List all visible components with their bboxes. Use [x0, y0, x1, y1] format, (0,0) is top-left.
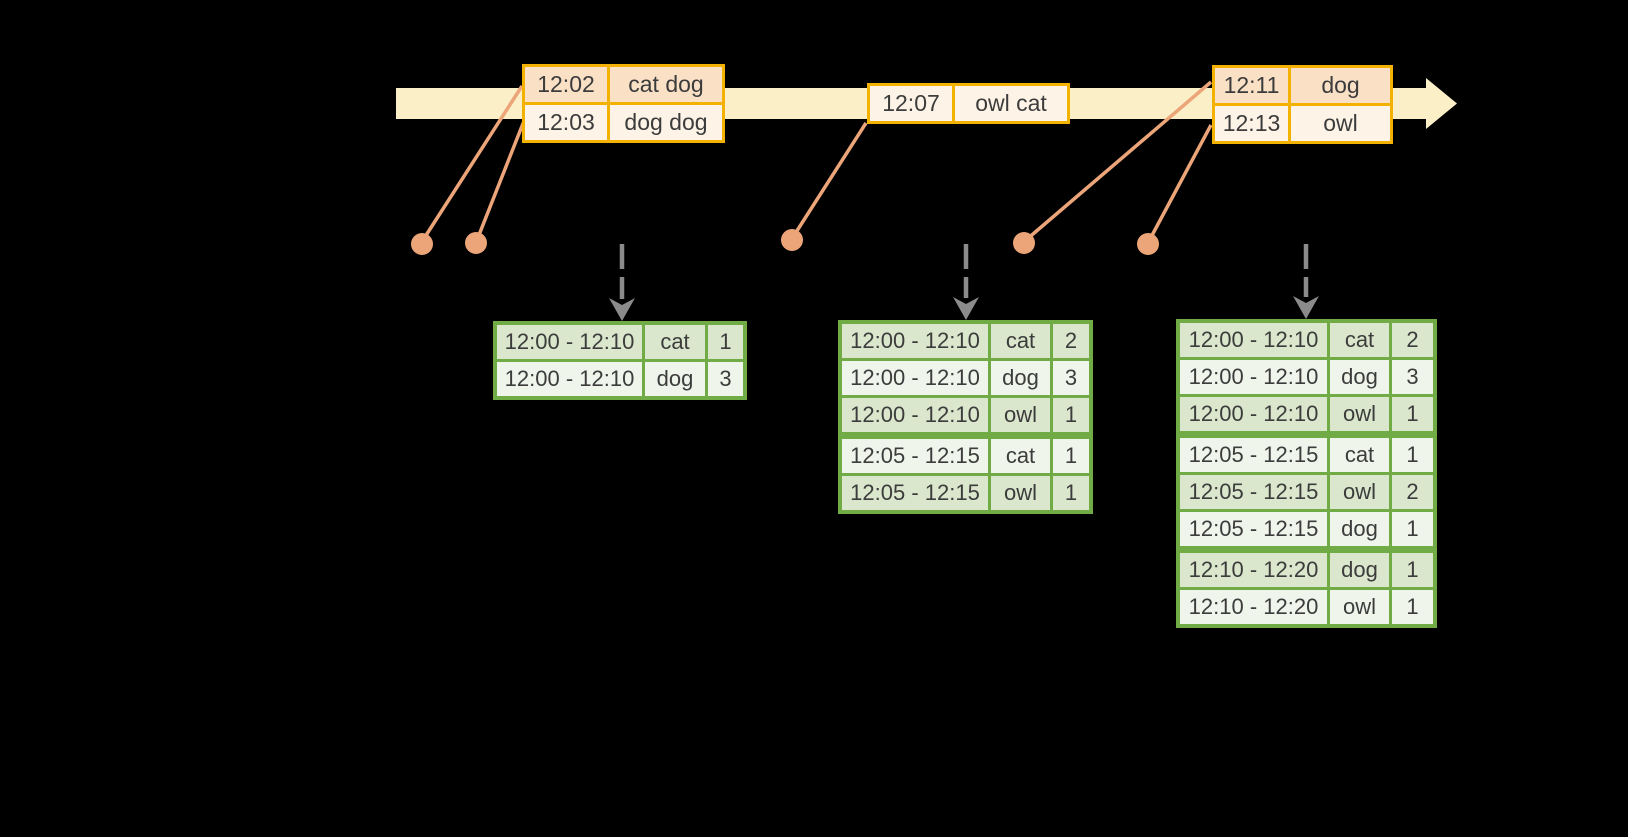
connector-line [421, 85, 524, 241]
event-time-cell: 12:02 [525, 67, 607, 102]
table-row: 12:05 - 12:15 owl 2 [1180, 475, 1433, 509]
event-dot-icon [411, 233, 433, 255]
word-cell: cat [991, 324, 1050, 358]
event-time-cell: 12:03 [525, 105, 607, 140]
window-cell: 12:10 - 12:20 [1180, 553, 1327, 587]
window-cell: 12:00 - 12:10 [842, 324, 988, 358]
event-dot-icon [781, 229, 803, 251]
event-time-cell: 12:07 [870, 86, 952, 121]
window-cell: 12:00 - 12:10 [842, 361, 988, 395]
event-row: 12:03 dog dog [525, 105, 722, 140]
connector-line [475, 120, 526, 241]
window-cell: 12:05 - 12:15 [842, 439, 988, 473]
word-cell: cat [1330, 323, 1389, 357]
event-words-cell: owl cat [955, 86, 1067, 121]
result-table-2: 12:00 - 12:10 cat 2 12:00 - 12:10 dog 3 … [838, 320, 1093, 514]
table-row: 12:05 - 12:15 owl 1 [842, 476, 1089, 510]
window-cell: 12:00 - 12:10 [1180, 360, 1327, 394]
event-words-cell: owl [1291, 106, 1390, 141]
connector-line [1024, 80, 1213, 242]
word-cell: cat [645, 325, 705, 359]
count-cell: 3 [1053, 361, 1089, 395]
table-row: 12:00 - 12:10 owl 1 [842, 398, 1089, 432]
table-row: 12:00 - 12:10 dog 3 [497, 362, 743, 396]
table-row: 12:05 - 12:15 dog 1 [1180, 512, 1433, 546]
event-words-cell: cat dog [610, 67, 722, 102]
count-cell: 2 [1392, 323, 1433, 357]
event-row: 12:11 dog [1215, 68, 1390, 103]
word-cell: cat [991, 439, 1050, 473]
window-cell: 12:00 - 12:10 [1180, 397, 1327, 431]
word-cell: dog [645, 362, 705, 396]
table-row: 12:00 - 12:10 cat 1 [497, 325, 743, 359]
table-row: 12:05 - 12:15 cat 1 [1180, 438, 1433, 472]
table-row: 12:10 - 12:20 owl 1 [1180, 590, 1433, 624]
trigger-arrows [609, 244, 1319, 321]
table-row: 12:00 - 12:10 owl 1 [1180, 397, 1433, 431]
event-dot-icon [1013, 232, 1035, 254]
event-time-cell: 12:11 [1215, 68, 1288, 103]
event-marker-dots [411, 229, 1159, 255]
event-words-cell: dog [1291, 68, 1390, 103]
connector-line [791, 122, 868, 238]
table-row: 12:00 - 12:10 cat 2 [1180, 323, 1433, 357]
window-cell: 12:05 - 12:15 [1180, 512, 1327, 546]
count-cell: 1 [708, 325, 743, 359]
window-cell: 12:00 - 12:10 [497, 325, 642, 359]
word-cell: owl [991, 476, 1050, 510]
event-row: 12:02 cat dog [525, 67, 722, 102]
word-cell: cat [1330, 438, 1389, 472]
event-row: 12:07 owl cat [870, 86, 1067, 121]
window-cell: 12:00 - 12:10 [842, 398, 988, 432]
word-cell: dog [1330, 360, 1389, 394]
result-table-1: 12:00 - 12:10 cat 1 12:00 - 12:10 dog 3 [493, 321, 747, 400]
table-row: 12:05 - 12:15 cat 1 [842, 439, 1089, 473]
window-cell: 12:10 - 12:20 [1180, 590, 1327, 624]
event-table-2: 12:07 owl cat [867, 83, 1070, 124]
count-cell: 3 [708, 362, 743, 396]
table-row: 12:10 - 12:20 dog 1 [1180, 553, 1433, 587]
window-cell: 12:05 - 12:15 [1180, 475, 1327, 509]
word-cell: dog [1330, 553, 1389, 587]
connector-line [1147, 124, 1213, 242]
word-cell: dog [991, 361, 1050, 395]
down-arrow-head-icon [609, 298, 635, 321]
result-table-3: 12:00 - 12:10 cat 2 12:00 - 12:10 dog 3 … [1176, 319, 1437, 628]
count-cell: 2 [1392, 475, 1433, 509]
table-row: 12:00 - 12:10 dog 3 [842, 361, 1089, 395]
count-cell: 2 [1053, 324, 1089, 358]
event-table-3: 12:11 dog 12:13 owl [1212, 65, 1393, 144]
event-dot-icon [465, 232, 487, 254]
window-cell: 12:05 - 12:15 [1180, 438, 1327, 472]
count-cell: 1 [1392, 512, 1433, 546]
window-cell: 12:00 - 12:10 [497, 362, 642, 396]
word-cell: owl [1330, 397, 1389, 431]
count-cell: 1 [1053, 398, 1089, 432]
word-cell: dog [1330, 512, 1389, 546]
count-cell: 1 [1392, 590, 1433, 624]
word-cell: owl [1330, 590, 1389, 624]
count-cell: 3 [1392, 360, 1433, 394]
event-table-1: 12:02 cat dog 12:03 dog dog [522, 64, 725, 143]
count-cell: 1 [1392, 397, 1433, 431]
event-connector-lines [421, 80, 1213, 242]
window-cell: 12:00 - 12:10 [1180, 323, 1327, 357]
event-row: 12:13 owl [1215, 106, 1390, 141]
word-cell: owl [1330, 475, 1389, 509]
down-arrow-head-icon [1293, 296, 1319, 319]
down-arrow-head-icon [953, 297, 979, 320]
table-row: 12:00 - 12:10 dog 3 [1180, 360, 1433, 394]
event-dot-icon [1137, 233, 1159, 255]
count-cell: 1 [1053, 476, 1089, 510]
count-cell: 1 [1392, 438, 1433, 472]
word-cell: owl [991, 398, 1050, 432]
count-cell: 1 [1053, 439, 1089, 473]
event-words-cell: dog dog [610, 105, 722, 140]
count-cell: 1 [1392, 553, 1433, 587]
event-time-cell: 12:13 [1215, 106, 1288, 141]
table-row: 12:00 - 12:10 cat 2 [842, 324, 1089, 358]
window-cell: 12:05 - 12:15 [842, 476, 988, 510]
